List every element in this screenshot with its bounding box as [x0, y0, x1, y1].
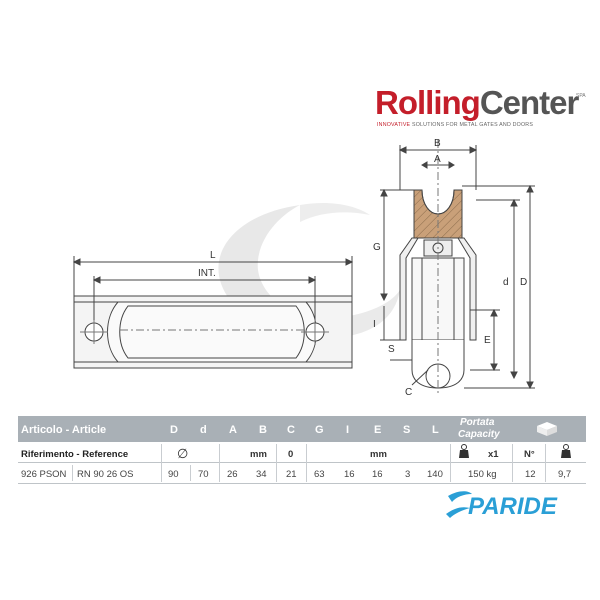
col-sep: [450, 444, 451, 482]
col-sep: [161, 444, 162, 482]
cross-section-view: [380, 140, 535, 395]
cell-capacity: 150 kg: [468, 469, 497, 480]
cell-e: 16: [372, 469, 383, 480]
cell-b: 34: [256, 469, 267, 480]
logo-spa: SPA: [576, 93, 586, 99]
col-sep: [190, 465, 191, 481]
side-view: [72, 256, 354, 369]
header-col-i: I: [346, 424, 350, 436]
col-sep: [219, 444, 220, 482]
diameter-symbol: ∅: [177, 446, 189, 461]
header-capacity: Capacity: [458, 429, 500, 440]
header-col-g: G: [315, 424, 324, 436]
unit-mm-1: mm: [250, 449, 267, 460]
header-col-d-big: D: [170, 424, 178, 436]
cell-l: 140: [427, 469, 443, 480]
col-sep: [512, 444, 513, 482]
dim-int-label: INT.: [198, 268, 216, 279]
paride-logo: PARIDE: [446, 491, 558, 520]
reference-label: Riferimento - Reference: [21, 449, 129, 460]
header-col-a: A: [229, 424, 237, 436]
table-header: [18, 416, 586, 442]
header-col-l: L: [432, 424, 439, 436]
col-sep: [545, 444, 546, 482]
cell-qty: 12: [525, 469, 536, 480]
logo-wordmark: RollingCenter: [375, 84, 579, 121]
dim-i-label: I: [373, 319, 376, 330]
weight-icon: [459, 444, 469, 458]
paride-wordmark: PARIDE: [468, 493, 558, 520]
dim-b-label: B: [434, 138, 441, 149]
weight-icon-2: [561, 444, 571, 458]
cell-s: 3: [405, 469, 411, 480]
rolling-center-logo: RollingCenter SPA INNOVATIVE SOLUTIONS F…: [375, 84, 590, 134]
cell-weight: 9,7: [558, 469, 572, 480]
header-col-s: S: [403, 424, 411, 436]
dim-small-d-label: d: [503, 277, 509, 288]
cell-g: 63: [314, 469, 325, 480]
dim-s-label: S: [388, 344, 395, 355]
cell-a: 26: [227, 469, 238, 480]
dim-a-label: A: [434, 154, 441, 165]
dim-big-d-label: D: [520, 277, 527, 288]
logo-tagline: INNOVATIVE SOLUTIONS FOR METAL GATES AND…: [377, 122, 534, 128]
technical-drawing: L INT.: [72, 138, 535, 398]
cell-i: 16: [344, 469, 355, 480]
unit-mm-2: mm: [370, 449, 387, 460]
col-sep: [72, 465, 73, 481]
cell-c: 21: [286, 469, 297, 480]
header-col-c: C: [287, 424, 295, 436]
header-col-b: B: [259, 424, 267, 436]
header-article: Articolo - Article: [21, 424, 107, 436]
header-col-e: E: [374, 424, 382, 436]
header-col-d-small: d: [200, 424, 207, 436]
cell-d-big: 90: [168, 469, 179, 480]
col-sep: [276, 444, 277, 482]
unit-zero: 0: [288, 449, 294, 460]
col-sep: [306, 444, 307, 482]
header-portata: Portata: [460, 417, 495, 428]
unit-x1: x1: [488, 449, 499, 460]
row-divider: [18, 462, 586, 463]
dim-g-label: G: [373, 242, 381, 253]
row-divider-bottom: [18, 483, 586, 484]
cell-reference: RN 90 26 OS: [77, 469, 134, 480]
dim-e-label: E: [484, 335, 491, 346]
dim-l-label: L: [210, 250, 216, 261]
cell-code: 926 PSON: [21, 469, 67, 480]
unit-num: N°: [524, 449, 535, 460]
package-icon: [537, 422, 557, 436]
cell-d-small: 70: [198, 469, 209, 480]
dim-c-label: C: [405, 387, 412, 398]
